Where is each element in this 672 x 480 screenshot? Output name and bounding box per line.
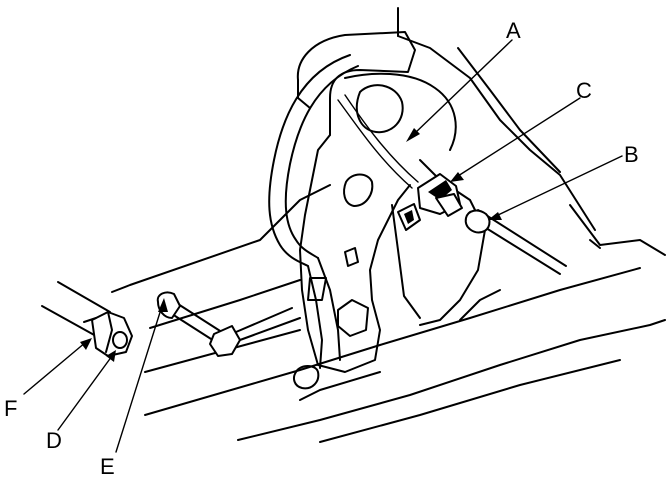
callout-labels: A C B F D E [4,18,639,479]
leader-e [115,305,163,453]
arrow-b [488,212,502,220]
arrow-a [406,128,420,142]
bolt-e [156,291,301,357]
bushing [41,281,133,357]
leader-a [413,39,513,135]
label-e: E [100,454,115,479]
brake-line [337,94,419,189]
arrow-d [106,350,116,362]
leader-lines [23,39,623,453]
arrow-c [450,172,464,182]
arrow-e [158,298,168,312]
stabilizer-bar [268,54,359,369]
leader-d [57,355,113,431]
floor-panel [111,7,666,443]
label-c: C [576,78,592,103]
arrow-f [80,338,92,350]
knuckle-assembly [293,31,486,390]
label-d: D [46,428,62,453]
label-f: F [4,396,17,421]
label-b: B [624,142,639,167]
leader-b [495,155,623,217]
leader-c [457,97,581,177]
label-a: A [506,18,521,43]
leader-f [23,341,87,395]
stabilizer-link [397,173,567,275]
